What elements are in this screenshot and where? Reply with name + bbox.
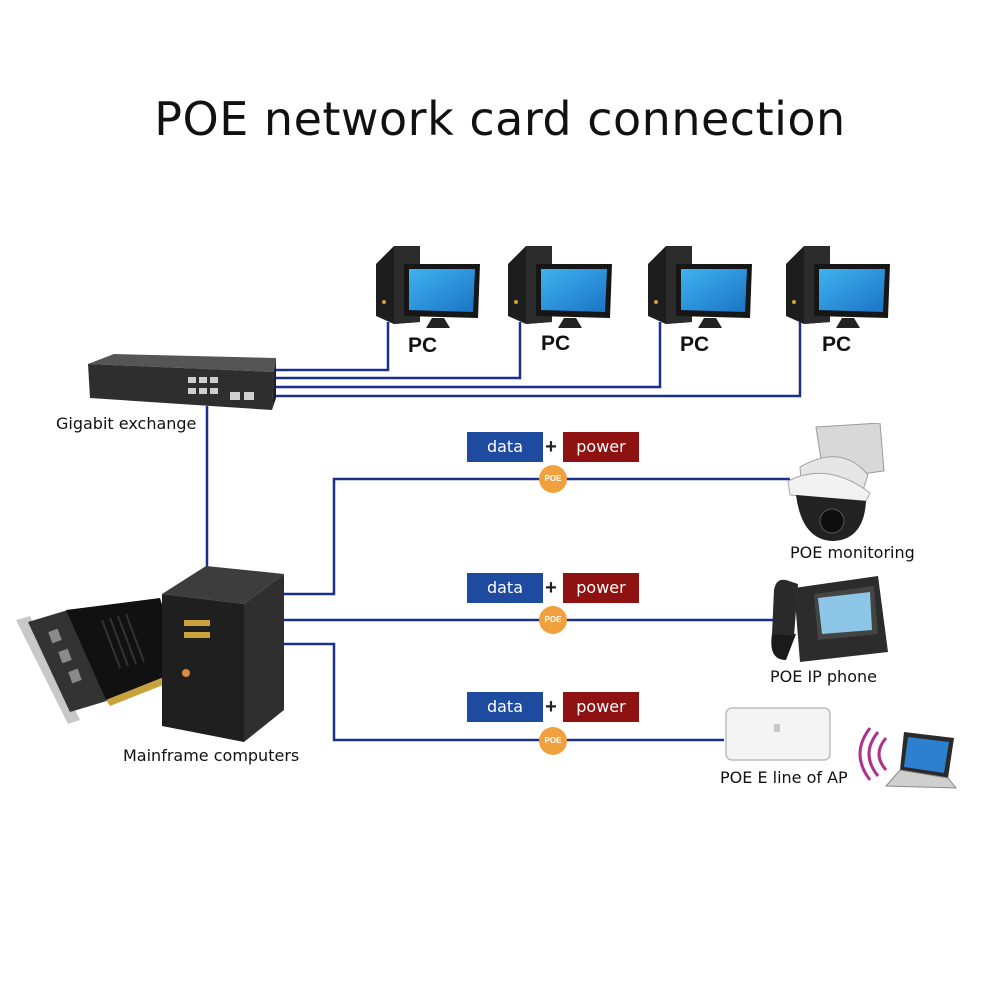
host-label: Mainframe computers <box>123 746 300 765</box>
data-badge: data <box>467 692 543 722</box>
power-badge: power <box>563 692 639 722</box>
plus-sign: + <box>545 696 557 718</box>
line-switch-pc1 <box>274 322 390 372</box>
dome-camera-icon <box>787 423 885 541</box>
switch-label: Gigabit exchange <box>56 414 197 433</box>
access-point-icon <box>725 707 831 761</box>
pc-label: PC <box>680 333 710 356</box>
pc-label: PC <box>408 334 438 357</box>
poe-badge: POE <box>539 606 567 634</box>
data-badge: data <box>467 573 543 603</box>
line-host-ap <box>282 642 724 742</box>
poe-badge: POE <box>539 727 567 755</box>
poe-badge: POE <box>539 465 567 493</box>
power-badge: power <box>563 432 639 462</box>
line-switch-pc2 <box>274 322 522 380</box>
pc-icon <box>508 246 612 328</box>
data-badge: data <box>467 432 543 462</box>
pc-icon <box>648 246 752 328</box>
device-label: POE monitoring <box>790 543 915 562</box>
pc-icon <box>786 246 890 328</box>
laptop-icon <box>884 732 958 789</box>
line-switch-pc3 <box>274 322 662 389</box>
plus-sign: + <box>545 436 557 458</box>
pc-icon <box>376 246 480 328</box>
host-graphic <box>16 566 284 742</box>
network-switch-icon <box>88 354 276 410</box>
poe-network-card-icon <box>16 598 186 724</box>
plus-sign: + <box>545 577 557 599</box>
power-badge: power <box>563 573 639 603</box>
wifi-signal-icon <box>858 727 888 781</box>
pc-label: PC <box>541 332 571 355</box>
tower-server-icon <box>162 566 284 742</box>
device-label: POE E line of AP <box>720 768 848 787</box>
device-label: POE IP phone <box>770 667 877 686</box>
ip-phone-icon <box>771 576 888 662</box>
line-switch-pc4 <box>274 322 802 398</box>
pc-label: PC <box>822 333 852 356</box>
diagram-title: POE network card connection <box>154 92 846 146</box>
